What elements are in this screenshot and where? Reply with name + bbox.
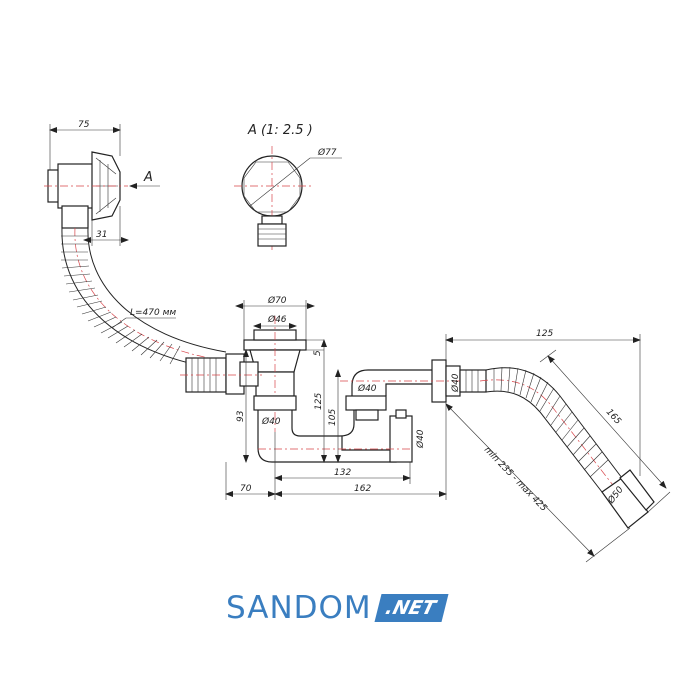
logo-main-text: SANDOM xyxy=(226,590,372,626)
height-125-label: 125 xyxy=(314,393,324,410)
view-arrow: A xyxy=(129,170,160,189)
length-165-label: 165 xyxy=(604,407,623,427)
arrow-label: A xyxy=(143,170,153,185)
logo-suffix-badge: .NET xyxy=(374,594,449,622)
dim-75-label: 75 xyxy=(78,120,90,130)
flexible-dimensions: 125 165 min 235 - max 425 xyxy=(445,329,671,563)
sandom-logo: SANDOM .NET xyxy=(226,588,449,628)
dimension-31: 31 xyxy=(83,206,129,246)
head-diameter-label: Ø77 xyxy=(317,147,337,158)
width-132-label: 132 xyxy=(334,468,351,478)
dimension-75: 75 xyxy=(49,120,121,170)
width-125-label: 125 xyxy=(536,329,553,339)
detail-view-a: A (1: 2.5 ) Ø77 xyxy=(234,123,342,250)
drain-top-label: 5 xyxy=(313,350,323,356)
outlet-40b-label: Ø40 xyxy=(357,383,377,394)
overflow-head xyxy=(44,151,128,229)
outlet-40c-label: Ø40 xyxy=(415,429,426,449)
flex-range-label: min 235 - max 425 xyxy=(482,445,549,514)
siphon-trap: Ø40 Ø40 Ø40 xyxy=(257,359,480,463)
view-label: A (1: 2.5 ) xyxy=(247,123,313,138)
width-162-label: 162 xyxy=(354,484,371,494)
flexible-outlet: Ø50 xyxy=(459,366,655,529)
hose-length-label: L=470 мм xyxy=(130,308,176,318)
outlet-40a-label: Ø40 xyxy=(261,416,281,427)
outlet-40d-label: Ø40 xyxy=(450,373,461,393)
drain-outer-label: Ø70 xyxy=(267,295,287,306)
vertical-dimensions: 93 125 105 xyxy=(236,339,341,463)
overflow-hose: L=470 мм xyxy=(61,227,227,393)
width-70-label: 70 xyxy=(240,484,252,494)
height-105-label: 105 xyxy=(328,409,338,426)
height-93-label: 93 xyxy=(236,410,246,422)
drain-inner-label: Ø46 xyxy=(267,314,287,325)
dim-31-label: 31 xyxy=(96,230,107,240)
